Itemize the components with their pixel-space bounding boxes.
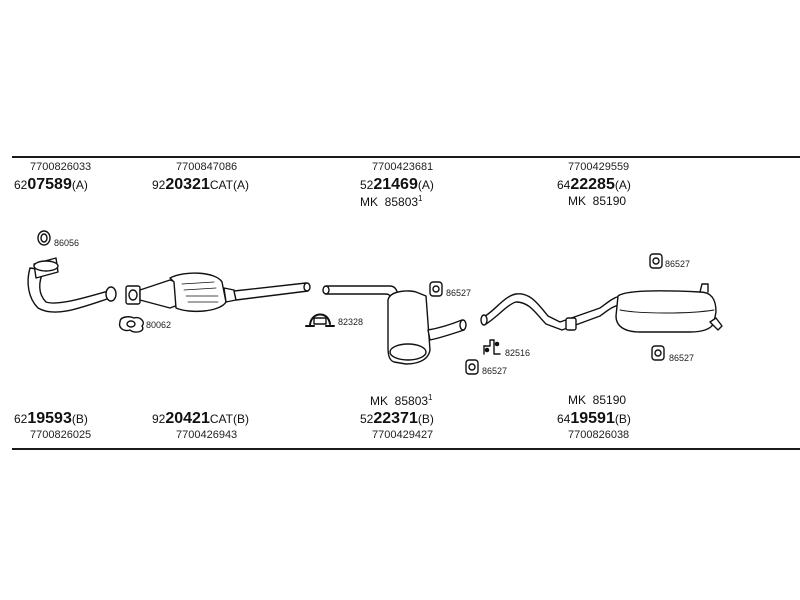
bottom-rule xyxy=(12,448,800,450)
oem-number-bottom-3: 7700429427 xyxy=(372,429,434,441)
mk-kit-top-3: MK 858031 xyxy=(360,194,423,209)
oem-number-bottom-2: 7700426943 xyxy=(176,429,238,441)
catalytic-converter-part xyxy=(125,272,311,313)
code-hanger-mid-low: 86527 xyxy=(482,366,508,376)
mounting-bracket-icon xyxy=(483,339,501,355)
oem-number-top-1: 7700826033 xyxy=(30,161,92,173)
oem-number-top-4: 7700429559 xyxy=(568,161,630,173)
pipe-clamp-icon xyxy=(305,313,335,327)
part-number-top-4: 6422285(A) xyxy=(557,176,631,193)
oem-number-top-2: 7700847086 xyxy=(176,161,238,173)
code-clamp: 82328 xyxy=(338,317,364,327)
rubber-hanger-icon xyxy=(649,253,663,269)
part-number-bottom-3: 5222371(B) xyxy=(360,410,434,427)
oem-number-bottom-1: 7700826025 xyxy=(30,429,92,441)
oem-number-top-3: 7700423681 xyxy=(372,161,434,173)
code-bracket: 82516 xyxy=(505,348,531,358)
rear-silencer-part xyxy=(480,283,723,333)
oem-number-bottom-4: 7700826038 xyxy=(568,429,630,441)
front-pipe-part xyxy=(27,257,117,313)
code-hanger-mid: 86527 xyxy=(446,288,472,298)
middle-silencer-part xyxy=(322,285,467,365)
mk-kit-bottom-4: MK 85190 xyxy=(568,393,627,407)
part-number-bottom-2: 9220421CAT(B) xyxy=(152,410,249,427)
part-number-bottom-4: 6419591(B) xyxy=(557,410,631,427)
rubber-hanger-icon xyxy=(651,345,665,361)
code-gasket-top: 86056 xyxy=(54,238,80,248)
code-gasket-flange: 80062 xyxy=(146,320,172,330)
code-hanger-rear-top: 86527 xyxy=(665,259,691,269)
top-rule xyxy=(12,156,800,158)
code-hanger-rear-low: 86527 xyxy=(669,353,695,363)
part-number-bottom-1: 6219593(B) xyxy=(14,410,88,427)
rubber-hanger-icon xyxy=(465,359,479,375)
mk-kit-top-4: MK 85190 xyxy=(568,194,627,208)
part-number-top-2: 9220321CAT(A) xyxy=(152,176,249,193)
part-number-top-1: 6207589(A) xyxy=(14,176,88,193)
mk-kit-bottom-3: MK 858031 xyxy=(370,393,433,408)
part-number-top-3: 5221469(A) xyxy=(360,176,434,193)
flange-gasket-icon xyxy=(118,316,144,333)
rubber-hanger-icon xyxy=(429,281,443,297)
gasket-ring-icon xyxy=(37,230,51,246)
